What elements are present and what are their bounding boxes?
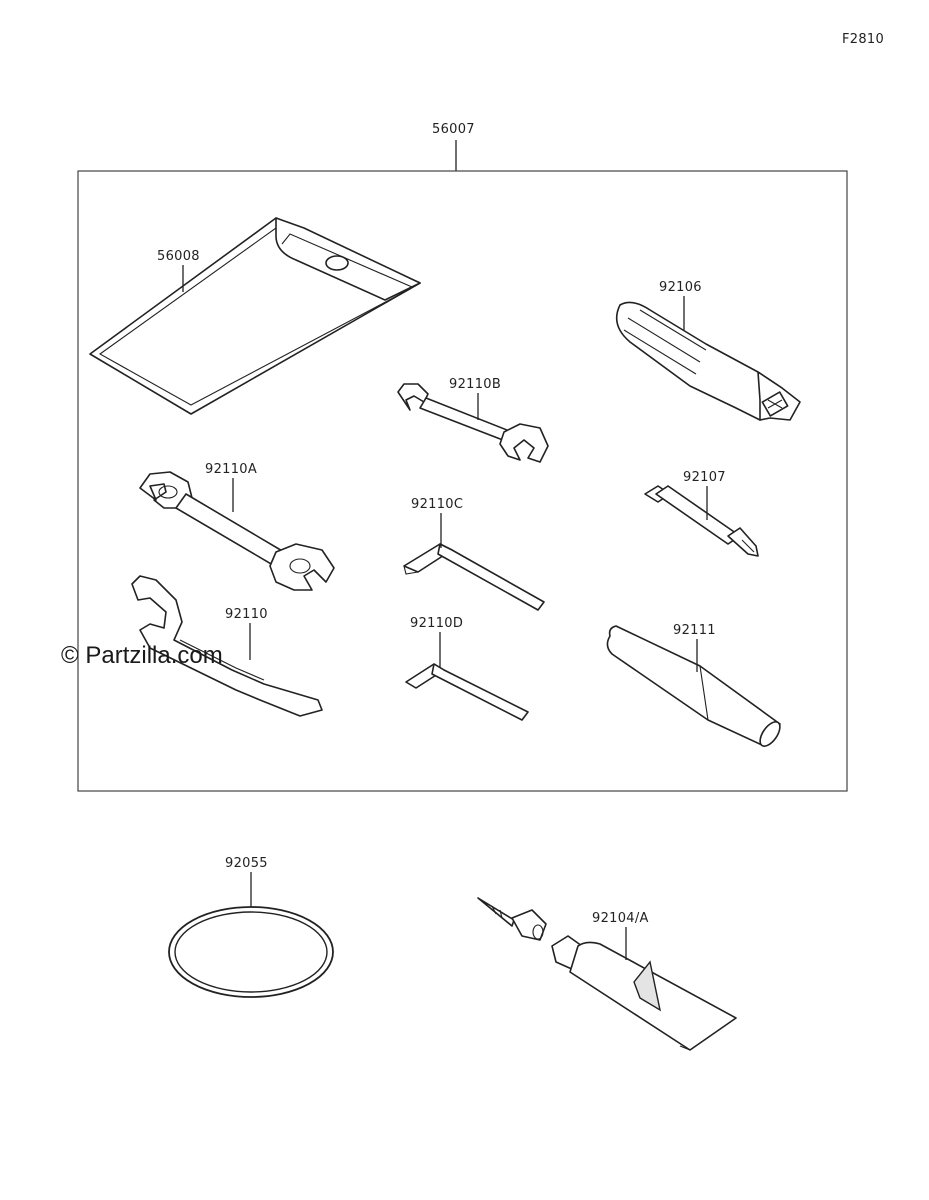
hex-wrench-d-drawing <box>405 663 529 721</box>
watermark: © Partzilla.com <box>61 642 223 669</box>
screwdriver-handle-drawing <box>615 301 801 421</box>
hex-wrench-c-drawing <box>403 543 545 611</box>
spanner-drawing <box>131 575 323 717</box>
kit-part-number: 56007 <box>432 122 475 137</box>
spanner-label: 92110 <box>225 607 268 622</box>
hex-wrench-c-label: 92110C <box>411 497 463 512</box>
grease-tube-drawing <box>477 897 737 1051</box>
kit-box <box>77 170 848 792</box>
wrench-b-drawing <box>397 383 549 463</box>
wrench-b-label: 92110B <box>449 377 501 392</box>
wrench-a-label: 92110A <box>205 462 257 477</box>
extension-pipe-drawing <box>606 625 781 747</box>
o-ring-drawing <box>168 906 334 998</box>
hex-wrench-d-label: 92110D <box>410 616 463 631</box>
grease-tube-label: 92104/A <box>592 911 649 926</box>
screwdriver-handle-label: 92106 <box>659 280 702 295</box>
screwdriver-bit-drawing <box>644 485 759 557</box>
tool-bag-label: 56008 <box>157 249 200 264</box>
screwdriver-bit-label: 92107 <box>683 470 726 485</box>
tool-bag-drawing <box>89 217 421 415</box>
o-ring-label: 92055 <box>225 856 268 871</box>
extension-pipe-label: 92111 <box>673 623 716 638</box>
figure-code: F2810 <box>842 32 884 47</box>
wrench-a-drawing <box>139 471 335 591</box>
